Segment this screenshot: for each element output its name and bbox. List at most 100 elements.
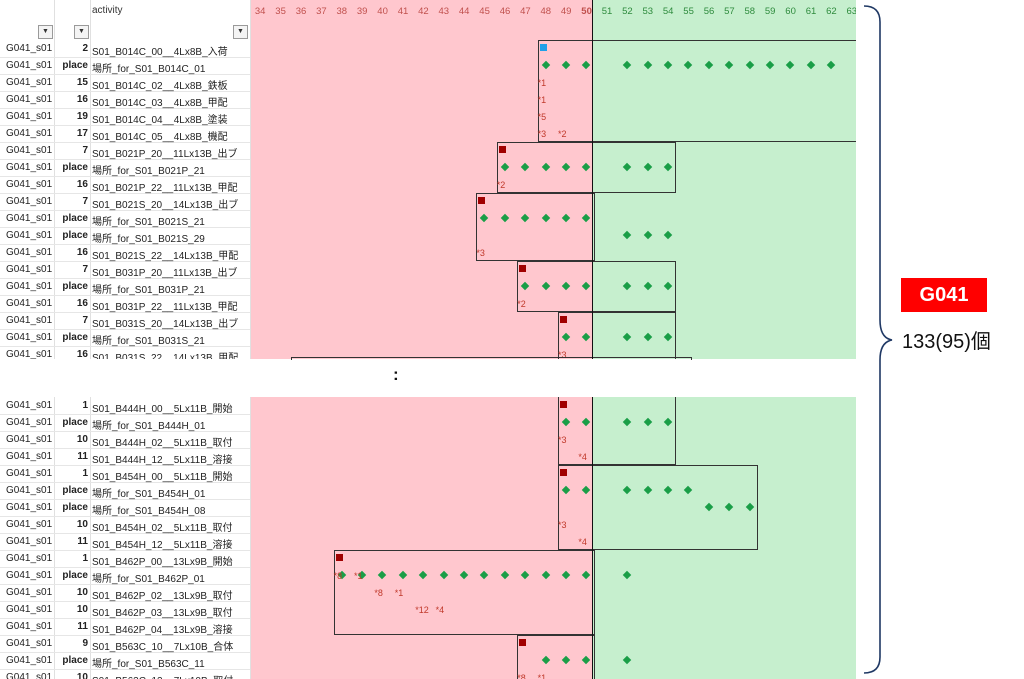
activity-cell: S01_B462P_04__13Lx9B_溶接 [92,625,233,636]
group-id-cell: G041_s01 [6,196,53,207]
group-id-cell: G041_s01 [6,451,53,462]
process-code-cell: 10 [76,672,88,679]
activity-cell: S01_B031S_22__14Lx13B_甲配 [92,349,238,364]
activity-block-outline [476,193,595,261]
delay-note: *2 [517,299,526,309]
week-header: 35 [275,6,286,17]
row-divider [0,550,250,551]
filter-button-c[interactable]: ▼ [233,25,248,39]
process-code-cell: 11 [77,621,88,632]
plan-zone-bottom [592,397,856,679]
filter-button-b[interactable]: ▼ [74,25,89,39]
activity-cell: S01_B014C_03__4Lx8B_甲配 [92,98,228,109]
group-badge: G041 [901,278,987,312]
group-id-cell: G041_s01 [6,298,53,309]
week-header: 46 [499,6,511,17]
dropdown-arrow-icon: ▼ [237,28,244,35]
activity-cell: 場所_for_S01_B021S_21 [92,217,205,228]
process-code-cell: 11 [77,536,88,547]
week-header: 49 [560,6,572,17]
delay-note: *2 [558,129,567,139]
group-id-cell: G041_s01 [6,434,53,445]
group-id-cell: G041_s01 [6,247,53,258]
week-header: 44 [458,6,470,17]
week-header: 34 [254,6,266,17]
row-divider [0,312,250,313]
activity-cell: 場所_for_S01_B454H_01 [92,489,206,500]
delay-note: *8 [333,571,343,581]
activity-block-outline [558,312,677,363]
row-divider [0,533,250,534]
delay-note: *2 [496,180,506,190]
activity-cell: S01_B014C_05__4Lx8B_機配 [92,132,228,143]
delay-note: *1 [354,571,363,581]
current-week-line-top [592,0,593,359]
process-code-cell: place [62,162,88,173]
completed-marker-icon [539,44,547,51]
row-divider [0,261,250,262]
activity-cell: 場所_for_S01_B021S_29 [92,234,205,245]
delay-note: *1 [537,78,547,88]
group-id-cell: G041_s01 [6,400,53,411]
process-code-cell: 16 [76,179,88,190]
process-code-cell: 10 [76,604,88,615]
group-id-cell: G041_s01 [6,570,53,581]
activity-cell: 場所_for_S01_B563C_11 [92,659,205,670]
activity-cell: 場所_for_S01_B462P_01 [92,574,205,585]
process-code-cell: place [62,502,88,513]
group-id-cell: G041_s01 [6,179,53,190]
omitted-rows-ellipsis: : [393,365,399,384]
activity-cell: S01_B444H_00__5Lx11B_開始 [92,404,233,415]
delay-note: *3 [476,248,485,258]
delay-note: *3 [537,129,547,139]
delay-note: *12 [415,605,429,615]
process-code-cell: 2 [82,43,88,54]
week-header: 37 [316,6,327,17]
row-divider [0,125,250,126]
row-divider [0,91,250,92]
process-code-cell: 7 [82,196,88,207]
delay-note: *8 [374,588,383,598]
start-marker-icon [498,146,506,153]
start-marker-icon [478,197,486,204]
start-marker-icon [560,401,567,408]
process-code-cell: 10 [76,587,88,598]
activity-block-outline [558,465,758,550]
dropdown-arrow-icon: ▼ [78,28,85,35]
process-code-cell: 16 [76,94,88,105]
activity-cell: S01_B454H_00__5Lx11B_開始 [92,472,233,483]
row-divider [0,193,250,194]
group-id-cell: G041_s01 [6,94,53,105]
process-code-cell: place [62,213,88,224]
week-header: 53 [642,6,654,17]
group-id-cell: G041_s01 [6,281,53,292]
activity-cell: S01_B031P_22__11Lx13B_甲配 [92,302,238,313]
group-id-cell: G041_s01 [6,349,53,360]
row-divider [0,329,250,330]
start-marker-icon [335,554,343,561]
process-code-cell: place [62,485,88,496]
row-divider [0,176,250,177]
activity-cell: S01_B563C_10__7Lx10B_合体 [92,642,234,653]
group-id-cell: G041_s01 [6,332,53,343]
filter-button-a[interactable]: ▼ [38,25,53,39]
delay-note: *1 [394,588,404,598]
activity-block-outline [496,142,677,193]
activity-cell: 場所_for_S01_B021P_21 [92,166,205,177]
week-header: 56 [703,6,715,17]
process-code-cell: 7 [82,315,88,326]
row-divider [0,210,250,211]
delay-note: *1 [537,673,547,679]
funnel-filter-icon: ▼ [42,28,49,35]
group-id-cell: G041_s01 [6,468,53,479]
group-id-cell: G041_s01 [6,213,53,224]
process-code-cell: 1 [82,400,88,411]
group-id-cell: G041_s01 [6,162,53,173]
activity-block-outline [558,397,677,465]
week-header: 59 [764,6,776,17]
row-divider [0,346,250,347]
week-header: 55 [683,6,694,17]
row-divider [0,584,250,585]
activity-cell: S01_B031S_20__14Lx13B_出ブ [92,319,239,330]
